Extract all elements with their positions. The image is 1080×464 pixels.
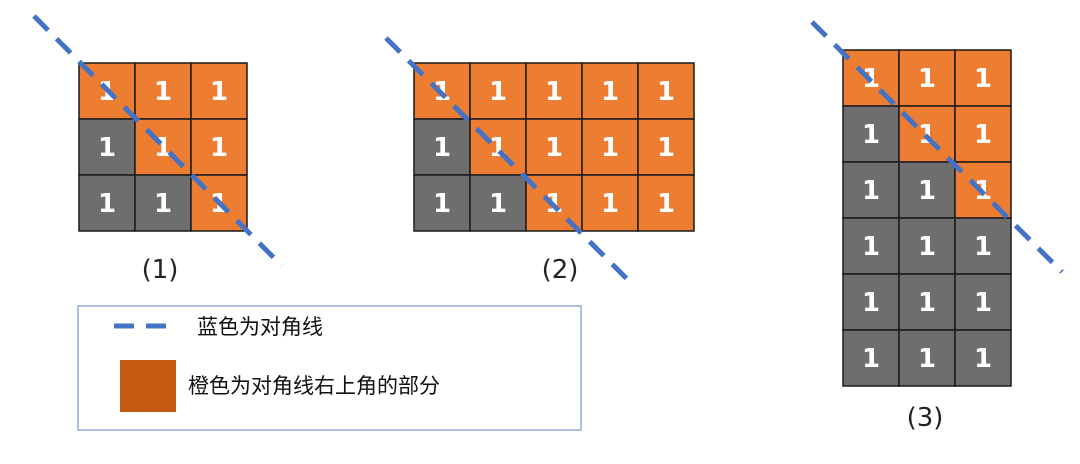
matrix-cell-value: 1 [862, 232, 880, 262]
matrix-caption: (3) [907, 403, 944, 433]
matrix-cell-lower [469, 174, 527, 232]
matrix-cell-upper [190, 118, 248, 176]
matrix-cell-value: 1 [657, 77, 675, 107]
matrix-cell-value: 1 [154, 77, 172, 107]
matrix-caption: (2) [542, 255, 579, 285]
matrix-cell-value: 1 [433, 133, 451, 163]
legend-upper-label: 橙色为对角线右上角的部分 [188, 374, 440, 398]
matrix-cell-lower [842, 217, 900, 275]
matrix-cell-value: 1 [918, 344, 936, 374]
matrix-cell-value: 1 [862, 120, 880, 150]
matrix-cell-value: 1 [974, 232, 992, 262]
legend: 蓝色为对角线 橙色为对角线右上角的部分 [77, 305, 582, 431]
matrix-cell-upper [637, 174, 695, 232]
matrix-cell-value: 1 [601, 189, 619, 219]
diagonal-line [384, 36, 634, 286]
matrix-cell-value: 1 [210, 133, 228, 163]
matrix-cell-value: 1 [433, 189, 451, 219]
matrix-cell-value: 1 [601, 133, 619, 163]
matrix-cell-value: 1 [974, 64, 992, 94]
matrix-cell-lower [842, 161, 900, 219]
matrix-caption: (1) [142, 255, 179, 285]
matrix-cell-value: 1 [974, 344, 992, 374]
matrix-cell-value: 1 [657, 189, 675, 219]
matrix-cell-value: 1 [918, 176, 936, 206]
legend-upper-swatch [120, 360, 176, 412]
matrix-cell-upper [469, 62, 527, 120]
matrix-cell-value: 1 [974, 288, 992, 318]
matrix-cell-lower [842, 329, 900, 387]
matrix-cell-value: 1 [210, 77, 228, 107]
matrix-cell-value: 1 [918, 64, 936, 94]
matrix-cell-value: 1 [98, 133, 116, 163]
matrix-cell-lower [134, 174, 192, 232]
matrix-cell-upper [898, 49, 956, 107]
legend-diagonal-label: 蓝色为对角线 [197, 315, 323, 339]
matrix-cell-lower [413, 118, 471, 176]
matrix-cell-value: 1 [601, 77, 619, 107]
matrix-3: 111111111111111111(3) [810, 20, 1064, 433]
matrix-cell-value: 1 [918, 232, 936, 262]
matrix-cell-lower [842, 273, 900, 331]
matrix-cell-value: 1 [489, 77, 507, 107]
matrix-cell-upper [637, 118, 695, 176]
matrix-cell-value: 1 [545, 77, 563, 107]
matrix-cell-lower [898, 329, 956, 387]
matrix-cell-value: 1 [862, 344, 880, 374]
matrix-cell-lower [954, 273, 1012, 331]
matrix-cell-value: 1 [657, 133, 675, 163]
diagonal-line [32, 14, 284, 268]
matrix-cell-value: 1 [862, 176, 880, 206]
matrix-cell-value: 1 [154, 189, 172, 219]
matrix-cell-upper [954, 105, 1012, 163]
matrix-cell-lower [954, 217, 1012, 275]
matrix-cell-value: 1 [545, 133, 563, 163]
matrix-cell-upper [637, 62, 695, 120]
matrix-cell-upper [581, 118, 639, 176]
diagonal-line [810, 20, 1064, 274]
matrix-cell-lower [954, 329, 1012, 387]
matrix-cell-lower [842, 105, 900, 163]
matrix-cell-upper [525, 118, 583, 176]
matrix-cell-lower [898, 217, 956, 275]
matrix-cell-upper [954, 49, 1012, 107]
matrix-cell-upper [525, 62, 583, 120]
matrix-cell-value: 1 [918, 288, 936, 318]
matrix-cell-value: 1 [489, 189, 507, 219]
matrix-cell-lower [78, 174, 136, 232]
matrix-cell-value: 1 [98, 189, 116, 219]
matrix-cell-value: 1 [974, 120, 992, 150]
matrix-cell-upper [581, 62, 639, 120]
matrix-cell-upper [190, 62, 248, 120]
matrix-cell-value: 1 [862, 288, 880, 318]
